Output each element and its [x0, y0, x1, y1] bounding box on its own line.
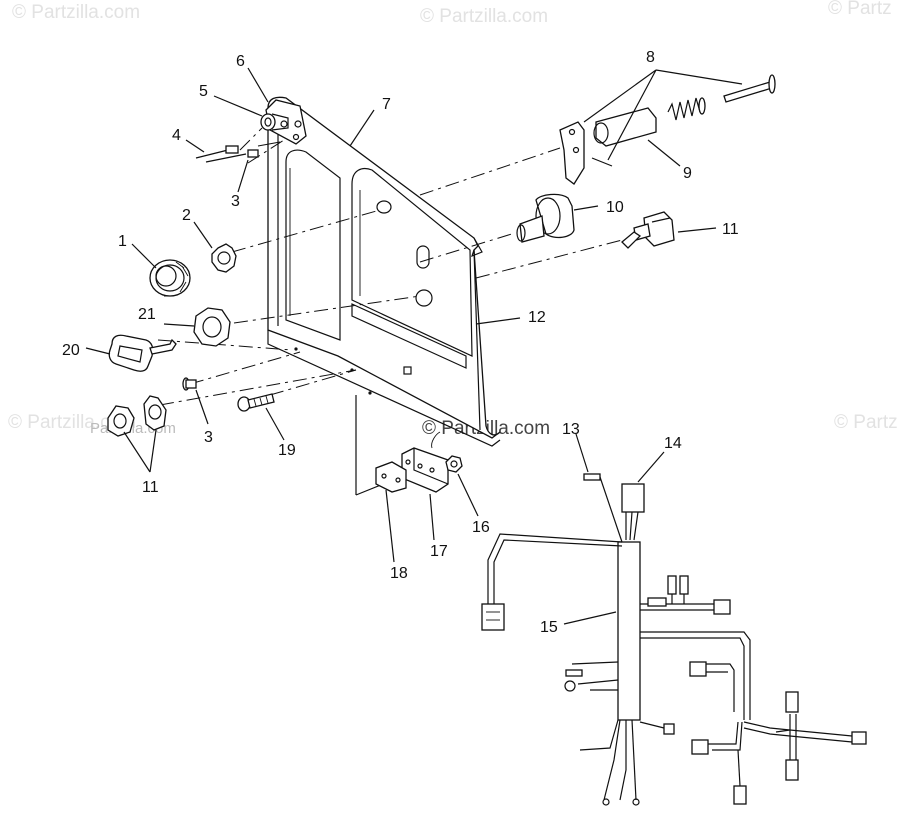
callout-2: 2	[182, 207, 191, 224]
callout-3-lower: 3	[204, 429, 213, 446]
wire-connector	[583, 473, 623, 543]
callout-19: 19	[278, 442, 296, 459]
callout-1: 1	[118, 233, 127, 250]
callouts: 1 2 3 4 5 6 7 8 9 10 11 12 13 14 15 16 1…	[62, 49, 739, 636]
terminal-block	[375, 431, 449, 493]
relay	[621, 483, 645, 541]
rivet	[182, 377, 197, 391]
watermark-top-center: © Partzilla.com	[420, 6, 548, 27]
lock-washer	[211, 243, 237, 273]
callout-17: 17	[430, 543, 448, 560]
callout-11-right: 11	[722, 221, 739, 238]
callout-3-upper: 3	[231, 193, 240, 210]
callout-11-left: 11	[142, 479, 159, 496]
ring-nut	[149, 259, 191, 297]
small-nut	[445, 455, 463, 473]
callout-18: 18	[390, 565, 408, 582]
callout-9: 9	[683, 165, 692, 182]
callout-6: 6	[236, 53, 245, 70]
bolt	[237, 393, 275, 412]
callout-4: 4	[172, 127, 181, 144]
callout-10: 10	[606, 199, 624, 216]
callout-15: 15	[540, 619, 558, 636]
projection-lines	[157, 127, 623, 496]
watermark-mid-left: © Partzilla.com	[8, 412, 136, 433]
callout-7: 7	[382, 96, 391, 113]
watermark-mid-right: © Partz	[834, 412, 898, 433]
watermark-top-left: © Partzilla.com	[12, 2, 140, 23]
leader-lines	[85, 67, 743, 625]
dash-panel	[260, 96, 501, 447]
callout-14: 14	[664, 435, 682, 452]
rivet-terminal	[195, 141, 281, 163]
callout-5: 5	[199, 83, 208, 100]
key	[108, 334, 177, 372]
knob	[516, 193, 575, 243]
switch-nuts	[107, 395, 167, 437]
wiring-harness	[481, 533, 867, 806]
callout-20: 20	[62, 342, 80, 359]
latch-assembly	[559, 74, 776, 185]
callout-16: 16	[472, 519, 490, 536]
watermark-top-right: © Partz	[828, 0, 892, 19]
callout-12: 12	[528, 309, 546, 326]
callout-21: 21	[138, 306, 156, 323]
hex-nut	[193, 307, 231, 347]
toggle-switch	[621, 211, 675, 249]
callout-8: 8	[646, 49, 655, 66]
callout-13: 13	[562, 421, 580, 438]
